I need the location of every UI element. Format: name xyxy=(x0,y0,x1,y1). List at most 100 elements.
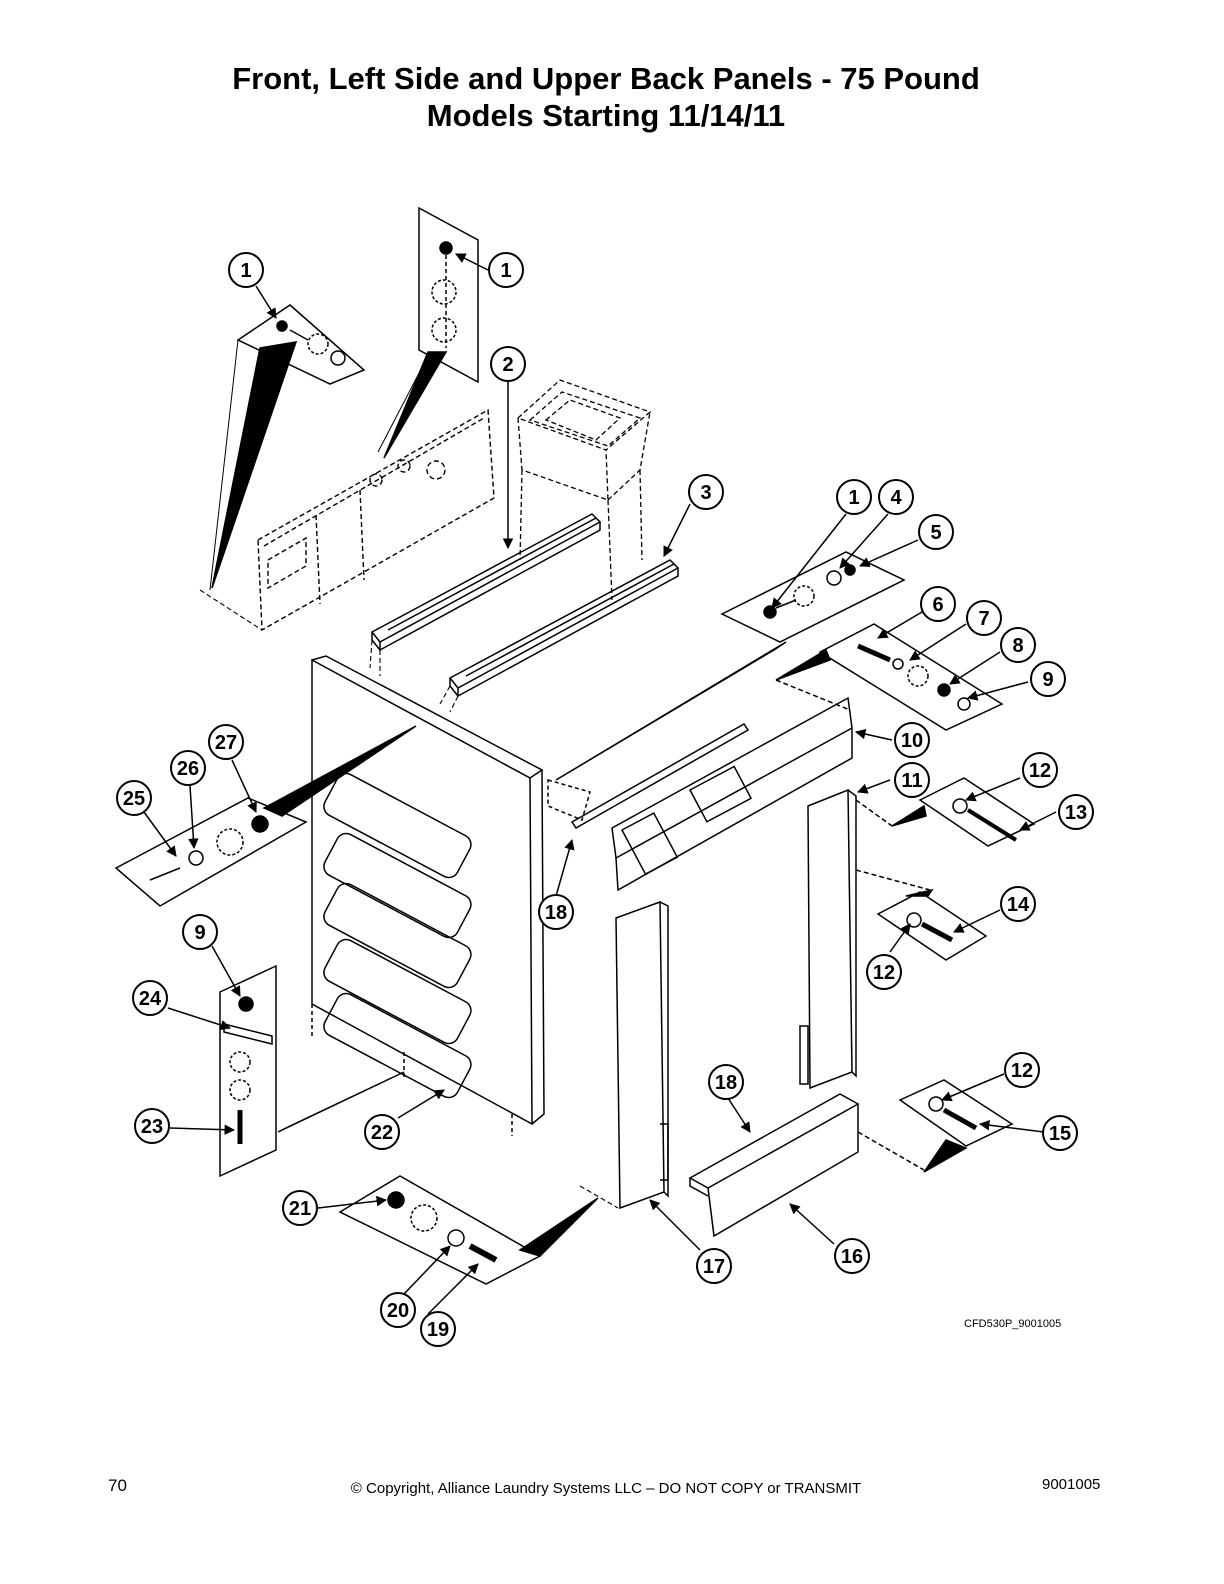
bottom-rail xyxy=(688,1093,860,1238)
callout-5: 5 xyxy=(918,514,954,550)
control-panel xyxy=(547,696,853,892)
callout-3: 3 xyxy=(688,474,724,510)
callout-8: 8 xyxy=(1000,627,1036,663)
callout-13: 13 xyxy=(1058,794,1094,830)
callout-9: 9 xyxy=(182,914,218,950)
callout-circle xyxy=(1022,752,1058,788)
callout-number: 9 xyxy=(1042,669,1053,691)
copyright-notice: © Copyright, Alliance Laundry Systems LL… xyxy=(350,1480,862,1497)
callout-circle xyxy=(380,1292,416,1328)
callout-circle xyxy=(208,724,244,760)
detail-box-right-12-15 xyxy=(857,1079,1014,1173)
callout-number: 17 xyxy=(703,1256,725,1278)
callout-circle xyxy=(1030,661,1066,697)
callout-number: 19 xyxy=(427,1319,449,1341)
callout-circle xyxy=(688,474,724,510)
callout-circle xyxy=(182,914,218,950)
callout-1: 1 xyxy=(836,479,872,515)
callout-number: 2 xyxy=(502,354,513,376)
callout-12: 12 xyxy=(1004,1052,1040,1088)
callout-circle xyxy=(538,894,574,930)
callout-circle xyxy=(170,750,206,786)
callout-number: 12 xyxy=(1011,1060,1033,1082)
callout-circle xyxy=(420,1311,456,1347)
callout-26: 26 xyxy=(170,750,206,786)
callout-circle xyxy=(708,1064,744,1100)
callout-circle xyxy=(228,252,264,288)
callout-1: 1 xyxy=(228,252,264,288)
detail-box-right-14-12 xyxy=(855,869,988,961)
callout-number: 12 xyxy=(1029,760,1051,782)
callout-circle xyxy=(134,1108,170,1144)
callout-20: 20 xyxy=(380,1292,416,1328)
callout-22: 22 xyxy=(364,1114,400,1150)
callout-number: 24 xyxy=(139,988,162,1010)
callout-18: 18 xyxy=(538,894,574,930)
callout-27: 27 xyxy=(208,724,244,760)
callout-number: 11 xyxy=(901,770,922,792)
rail-3 xyxy=(448,559,680,698)
callout-12: 12 xyxy=(866,954,902,990)
callout-9: 9 xyxy=(1030,661,1066,697)
callout-14: 14 xyxy=(1000,886,1036,922)
page-number: 70 xyxy=(108,1476,127,1495)
callout-circle xyxy=(364,1114,400,1150)
callout-circle xyxy=(116,780,152,816)
callout-number: 7 xyxy=(978,608,989,630)
callout-2: 2 xyxy=(490,346,526,382)
page-title: Front, Left Side and Upper Back Panels -… xyxy=(0,60,1212,134)
callout-circle xyxy=(966,600,1002,636)
document-number: 9001005 xyxy=(1042,1476,1101,1493)
callout-circle xyxy=(1000,627,1036,663)
callout-17: 17 xyxy=(696,1248,732,1284)
callout-number: 9 xyxy=(194,922,205,944)
callout-number: 3 xyxy=(700,482,711,504)
callout-10: 10 xyxy=(894,722,930,758)
callout-number: 6 xyxy=(932,594,943,616)
callout-25: 25 xyxy=(116,780,152,816)
callout-number: 15 xyxy=(1049,1123,1071,1145)
detail-box-right-top xyxy=(555,551,906,781)
detail-box-left-lower xyxy=(219,964,405,1178)
callout-circle xyxy=(488,252,524,288)
detail-box-right-middle xyxy=(775,623,1004,731)
callout-circle xyxy=(696,1248,732,1284)
callout-number: 18 xyxy=(545,902,567,924)
callout-circle xyxy=(1004,1052,1040,1088)
callout-number: 1 xyxy=(848,487,859,509)
assembly-lines xyxy=(199,589,619,1209)
callout-21: 21 xyxy=(282,1190,318,1226)
callout-number: 13 xyxy=(1065,802,1087,824)
detail-box-right-12-13 xyxy=(855,777,1036,847)
drawing-code: CFD530P_9001005 xyxy=(964,1318,1062,1330)
callout-12: 12 xyxy=(1022,752,1058,788)
callout-number: 18 xyxy=(715,1072,737,1094)
title-line-1: Front, Left Side and Upper Back Panels -… xyxy=(232,61,980,96)
callout-4: 4 xyxy=(878,479,914,515)
callout-24: 24 xyxy=(132,980,168,1016)
callout-circle xyxy=(894,762,930,798)
title-line-2: Models Starting 11/14/11 xyxy=(426,98,786,133)
detail-box-bottom xyxy=(338,1175,599,1285)
callout-number: 25 xyxy=(123,788,145,810)
callout-number: 1 xyxy=(240,260,251,282)
detail-box-top-center xyxy=(377,206,479,459)
callout-circle xyxy=(490,346,526,382)
top-component xyxy=(516,379,652,601)
callout-number: 14 xyxy=(1007,894,1030,916)
callout-circle xyxy=(1058,794,1094,830)
callout-18: 18 xyxy=(708,1064,744,1100)
callout-number: 27 xyxy=(215,732,237,754)
callout-number: 5 xyxy=(930,522,941,544)
callout-number: 20 xyxy=(387,1300,409,1322)
callout-number: 23 xyxy=(141,1116,163,1138)
detail-box-left-middle xyxy=(114,725,417,907)
callout-1: 1 xyxy=(488,252,524,288)
callout-16: 16 xyxy=(834,1238,870,1274)
callout-circle xyxy=(920,586,956,622)
callout-15: 15 xyxy=(1042,1115,1078,1151)
callout-number: 26 xyxy=(177,758,199,780)
callout-11: 11 xyxy=(894,762,930,798)
